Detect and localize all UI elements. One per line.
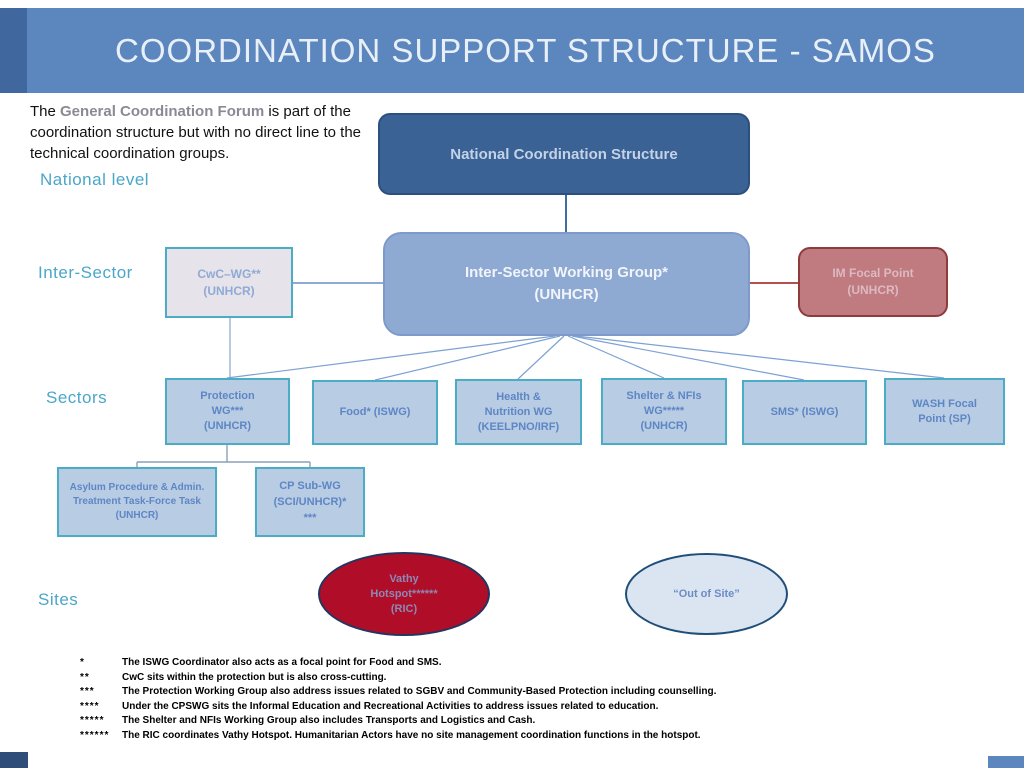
node-label: Hotspot****** xyxy=(370,587,438,600)
node-label: Vathy xyxy=(389,572,419,585)
bottom-left-accent xyxy=(0,752,28,768)
intro-highlight: General Coordination Forum xyxy=(60,103,265,120)
banner-left-accent xyxy=(0,8,27,93)
footnote-text: The Protection Working Group also addres… xyxy=(122,686,717,697)
node-label: (SCI/UNHCR)* xyxy=(273,496,347,508)
node-label: CP Sub-WG xyxy=(279,480,341,492)
node-label: Health & xyxy=(496,390,541,403)
footnote-text: Under the CPSWG sits the Informal Educat… xyxy=(122,700,659,712)
node-sublabel: *** xyxy=(303,512,317,524)
node-sublabel: (UNHCR) xyxy=(115,510,159,521)
node-health-nutrition-wg: Health & Nutrition WG (KEELPNO/IRF) xyxy=(455,379,582,445)
node-inter-sector-working-group: Inter-Sector Working Group* (UNHCR) xyxy=(383,232,750,336)
node-vathy-hotspot: Vathy Hotspot****** (RIC) xyxy=(318,552,490,636)
node-wash-focal-point: WASH Focal Point (SP) xyxy=(884,378,1005,445)
node-im-focal-point: IM Focal Point (UNHCR) xyxy=(798,247,948,317)
footnote-mark: ** xyxy=(80,671,90,683)
node-label: Nutrition WG xyxy=(484,405,553,418)
node-shelter-nfis-wg: Shelter & NFIs WG***** (UNHCR) xyxy=(601,378,727,445)
node-label: SMS* (ISWG) xyxy=(770,406,839,418)
footnote-mark: ****** xyxy=(80,729,110,741)
node-label: WG***** xyxy=(643,405,685,417)
node-out-of-site: “Out of Site” xyxy=(625,553,788,635)
connector-iswg-protection xyxy=(226,335,556,379)
footnote-text: The ISWG Coordinator also acts as a foca… xyxy=(122,657,442,668)
connector-iswg-food xyxy=(374,335,561,381)
node-sublabel: (UNHCR) xyxy=(640,420,688,432)
label-sites: Sites xyxy=(38,590,79,609)
node-label: Shelter & NFIs xyxy=(626,390,702,402)
footnote-row: **** Under the CPSWG sits the Informal E… xyxy=(80,701,980,712)
label-sectors: Sectors xyxy=(46,388,108,407)
page-title: COORDINATION SUPPORT STRUCTURE - SAMOS xyxy=(115,31,936,69)
title-banner xyxy=(0,8,1024,93)
intro-post: is part of the coordination structure bu… xyxy=(30,103,362,162)
footnote-row: ** CwC sits within the protection but is… xyxy=(80,672,980,683)
intro-paragraph: The General Coordination Forum is part o… xyxy=(30,101,382,164)
footnote-mark: **** xyxy=(80,700,100,712)
footnote-mark: * xyxy=(80,657,85,668)
label-inter-sector: Inter-Sector xyxy=(38,263,133,282)
node-sublabel: (UNHCR) xyxy=(203,420,252,432)
connector-iswg-health xyxy=(517,335,565,380)
footnote-mark: ***** xyxy=(80,715,105,726)
node-cwc-wg: CwC–WG** (UNHCR) xyxy=(165,247,293,318)
footnote-row: ****** The RIC coordinates Vathy Hotspot… xyxy=(80,730,980,741)
connector-iswg-shelter xyxy=(567,335,665,379)
node-label: “Out of Site” xyxy=(673,588,740,600)
node-sublabel: (UNHCR) xyxy=(847,283,899,297)
node-label: Treatment Task-Force Task xyxy=(72,496,201,507)
label-national-level: National level xyxy=(40,170,150,189)
node-sublabel: (KEELPNO/IRF) xyxy=(477,420,560,433)
node-asylum-procedure-task-force: Asylum Procedure & Admin. Treatment Task… xyxy=(57,467,217,537)
node-sublabel: (RIC) xyxy=(390,602,418,615)
node-sms-wg: SMS* (ISWG) xyxy=(742,380,867,445)
footnotes: * The ISWG Coordinator also acts as a fo… xyxy=(80,657,980,744)
node-sublabel: (UNHCR) xyxy=(534,286,599,303)
connector-iswg-wash xyxy=(575,335,945,379)
node-label: Inter-Sector Working Group* xyxy=(464,264,669,281)
node-label: WG*** xyxy=(211,405,244,417)
node-label: WASH Focal xyxy=(912,397,977,410)
footnote-text: The Shelter and NFIs Working Group also … xyxy=(122,715,536,726)
footnote-row: *** The Protection Working Group also ad… xyxy=(80,686,980,697)
connector-iswg-sms xyxy=(571,335,805,381)
node-national-coordination-structure: National Coordination Structure xyxy=(378,113,750,195)
node-label: Food* (ISWG) xyxy=(339,406,411,418)
node-sublabel: (UNHCR) xyxy=(203,283,255,298)
footnote-row: ***** The Shelter and NFIs Working Group… xyxy=(80,715,980,726)
node-cp-sub-wg: CP Sub-WG (SCI/UNHCR)* *** xyxy=(255,467,365,537)
node-label: National Coordination Structure xyxy=(450,145,678,163)
node-label: IM Focal Point xyxy=(832,266,914,280)
intro-pre: The xyxy=(30,103,61,120)
bottom-right-accent xyxy=(988,756,1024,768)
footnote-row: * The ISWG Coordinator also acts as a fo… xyxy=(80,657,980,668)
footnote-text: CwC sits within the protection but is al… xyxy=(122,671,387,683)
node-protection-wg: Protection WG*** (UNHCR) xyxy=(165,378,290,445)
node-label: CwC–WG** xyxy=(197,266,261,281)
node-label: Point (SP) xyxy=(918,412,971,425)
node-label: Asylum Procedure & Admin. xyxy=(69,482,205,493)
footnote-mark: *** xyxy=(80,686,95,697)
node-food-wg: Food* (ISWG) xyxy=(312,380,438,445)
footnote-text: The RIC coordinates Vathy Hotspot. Human… xyxy=(122,729,701,741)
node-label: Protection xyxy=(200,390,255,402)
